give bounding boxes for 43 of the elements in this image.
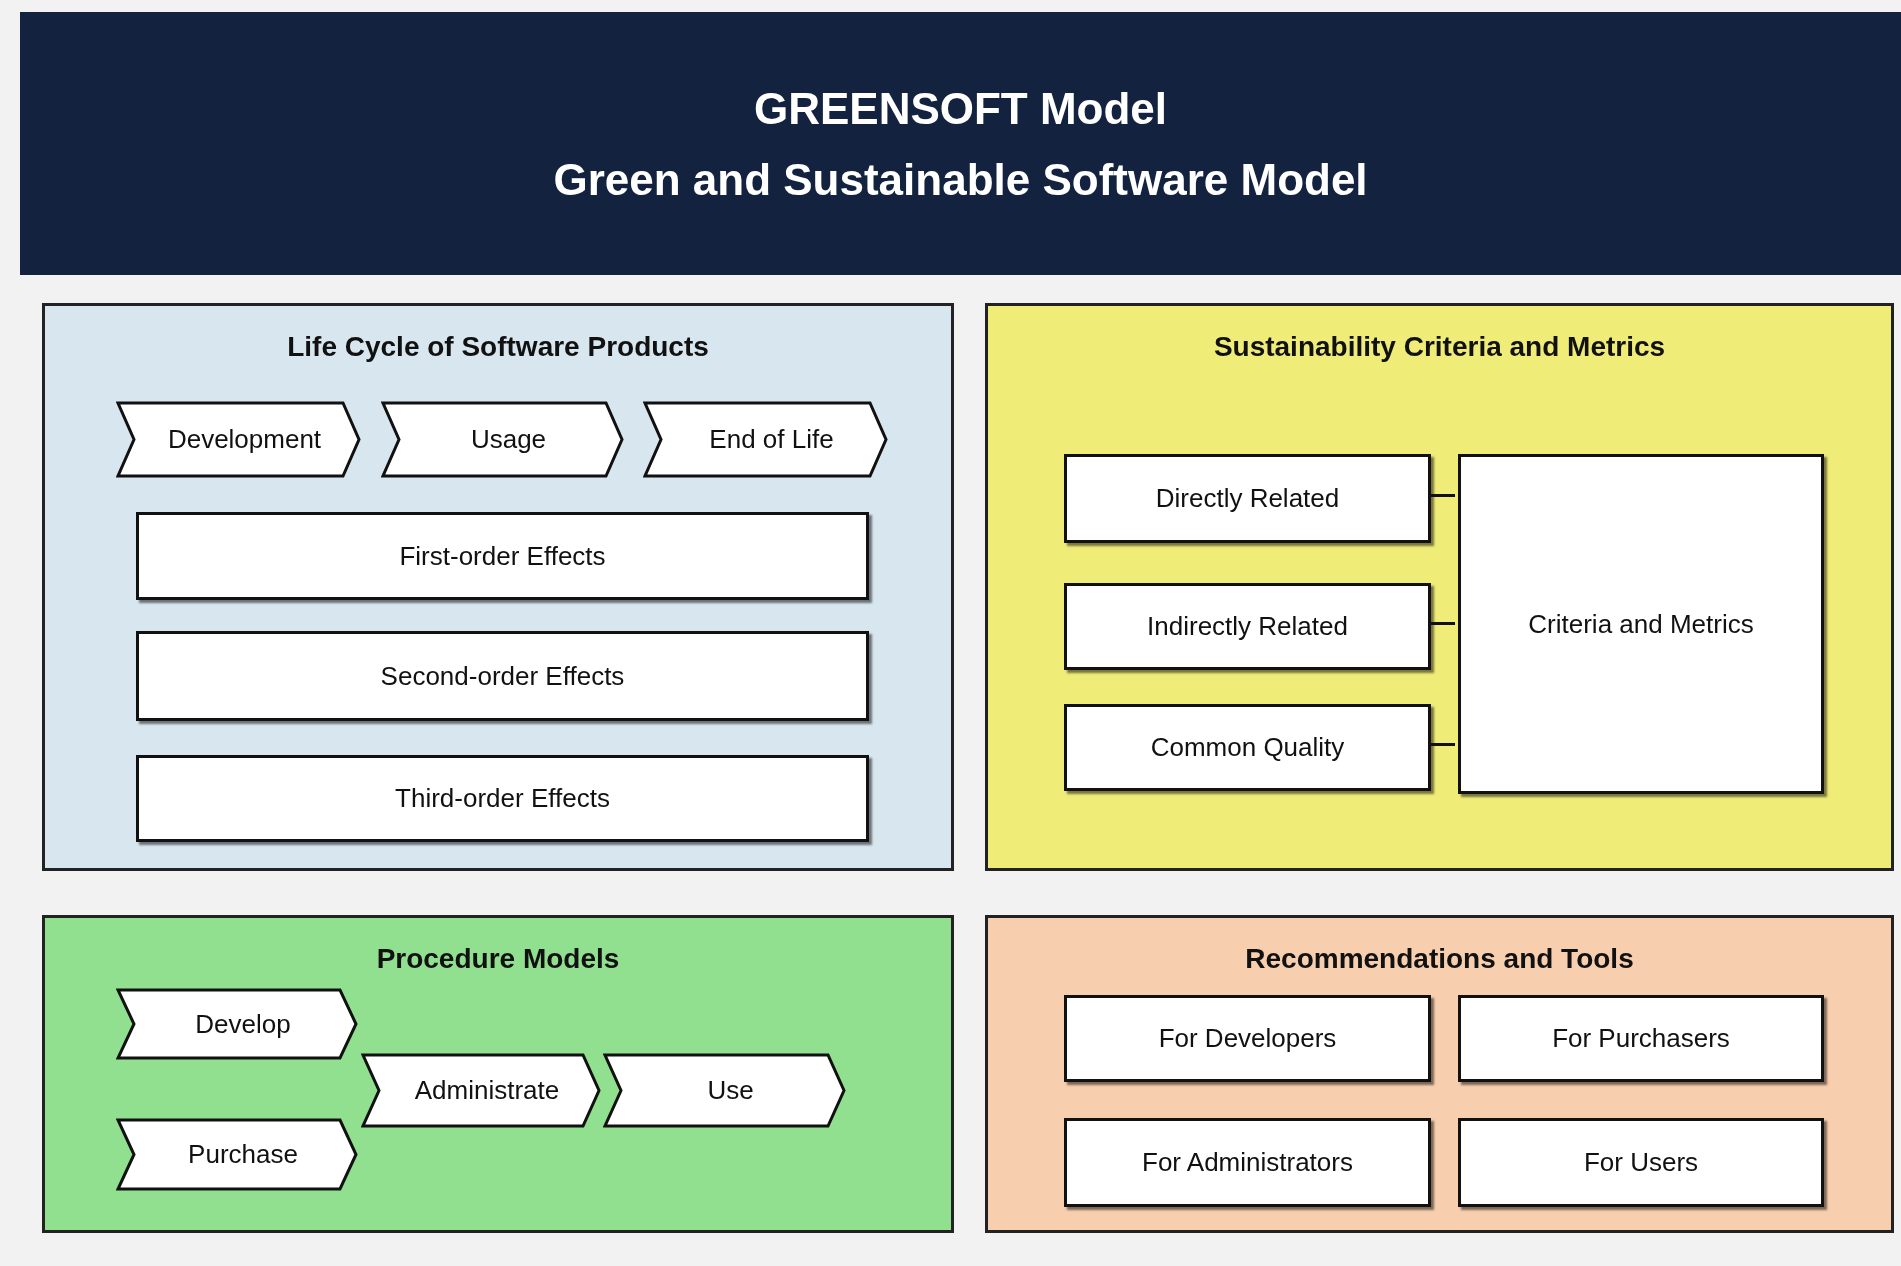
process-box xyxy=(136,755,869,842)
section-panel xyxy=(985,303,1894,871)
process-box xyxy=(1064,1118,1431,1207)
panel-heading: Procedure Models xyxy=(375,942,621,976)
title-text: GREENSOFT Model xyxy=(753,82,1168,135)
box-label: For Administrators xyxy=(1142,1146,1353,1179)
section-panel xyxy=(42,303,954,871)
box-label: Second-order Effects xyxy=(380,659,625,693)
box-label: For Users xyxy=(1583,1146,1699,1179)
process-box xyxy=(1064,995,1431,1082)
process-box xyxy=(1064,454,1431,543)
step-label: End of Life xyxy=(708,423,834,456)
box-label: Common Quality xyxy=(1150,731,1345,764)
connector-line xyxy=(1428,743,1455,746)
box-label: Third-order Effects xyxy=(395,782,610,815)
step-label: Use xyxy=(706,1074,754,1107)
step-label: Purchase xyxy=(187,1138,298,1171)
step-label: Develop xyxy=(194,1007,291,1041)
panel-heading: Recommendations and Tools xyxy=(1244,942,1635,976)
section-panel xyxy=(42,915,954,1233)
process-box xyxy=(1064,583,1431,670)
box-label: For Developers xyxy=(1158,1022,1337,1055)
panel-heading: Sustainability Criteria and Metrics xyxy=(1212,330,1667,364)
process-box xyxy=(1458,1118,1824,1207)
connector-line xyxy=(1428,494,1455,497)
process-box xyxy=(136,512,869,600)
box-label: Indirectly Related xyxy=(1147,610,1348,643)
process-box xyxy=(1064,704,1431,791)
step-label: Development xyxy=(166,423,322,456)
box-label: First-order Effects xyxy=(399,539,606,573)
title-banner xyxy=(20,12,1901,275)
panel-heading: Life Cycle of Software Products xyxy=(286,330,710,364)
box-label: Criteria and Metrics xyxy=(1528,607,1754,641)
step-label: Usage xyxy=(469,423,547,456)
title-text: Green and Sustainable Software Model xyxy=(553,153,1368,206)
process-box xyxy=(136,631,869,721)
step-label: Administrate xyxy=(413,1074,560,1107)
process-box xyxy=(1458,995,1824,1082)
box-label: Directly Related xyxy=(1155,482,1340,515)
process-box xyxy=(1458,454,1824,794)
section-panel xyxy=(985,915,1894,1233)
box-label: For Purchasers xyxy=(1552,1022,1730,1055)
connector-line xyxy=(1428,622,1455,625)
